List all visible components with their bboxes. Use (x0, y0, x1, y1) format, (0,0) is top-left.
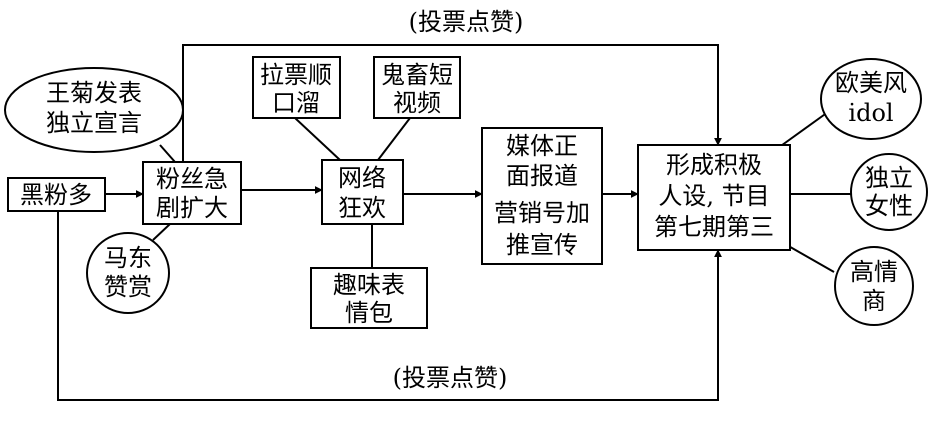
node-meiti-line-4: 推宣传 (506, 231, 578, 259)
xingcheng-to-oumei-line (777, 111, 829, 149)
node-madong: 马东 赞赏 (86, 232, 170, 314)
node-madong-line-1: 马东 (104, 244, 152, 272)
node-lapiao-line-2: 口溜 (272, 89, 320, 117)
connectors (57, 44, 851, 401)
node-wangluo: 网络 狂欢 (321, 159, 404, 225)
node-quwei-line-2: 情包 (345, 299, 393, 327)
node-oumei-line-1: 欧美风 (835, 69, 907, 97)
node-duli: 独立 女性 (850, 153, 928, 231)
node-xingcheng-line-1: 形成积极 (666, 151, 762, 179)
node-madong-line-2: 赞赏 (104, 273, 152, 301)
node-guichu-line-2: 视频 (393, 89, 441, 117)
node-wangju: 王菊发表 独立宣言 (4, 67, 184, 153)
node-guichu: 鬼畜短 视频 (373, 56, 461, 119)
lapiao-to-wangluo-line (294, 117, 341, 161)
node-fensi-line-1: 粉丝急 (156, 165, 228, 193)
node-duli-line-2: 女性 (865, 192, 913, 220)
node-lapiao: 拉票顺 口溜 (252, 56, 341, 119)
node-gaoqing-line-2: 商 (862, 287, 886, 315)
node-xingcheng: 形成积极 人设, 节目 第七期第三 (637, 144, 791, 251)
node-fensi-line-2: 剧扩大 (156, 194, 228, 222)
node-guichu-line-1: 鬼畜短 (381, 61, 453, 89)
node-fensi: 粉丝急 剧扩大 (142, 161, 242, 225)
node-lapiao-line-1: 拉票顺 (260, 61, 332, 89)
node-wangju-line-1: 王菊发表 (46, 79, 142, 107)
bottom-loop-label: (投票点赞) (393, 364, 508, 392)
node-wangluo-line-1: 网络 (338, 164, 386, 192)
bottom-loop-arrow (57, 212, 722, 401)
node-oumei: 欧美风 idol (820, 58, 922, 140)
node-heifen: 黑粉多 (7, 177, 106, 212)
node-quwei: 趣味表 情包 (310, 267, 428, 329)
node-xingcheng-line-3: 第七期第三 (654, 213, 774, 241)
madong-to-fensi-line (152, 223, 171, 241)
top-loop-label: (投票点赞) (409, 8, 524, 36)
node-xingcheng-line-2: 人设, 节目 (658, 182, 769, 210)
wangju-to-fensi-line (159, 144, 176, 163)
guichu-to-wangluo-line (377, 117, 411, 161)
node-wangju-line-2: 独立宣言 (46, 109, 142, 137)
node-duli-line-1: 独立 (865, 164, 913, 192)
node-meiti-line-3: 营销号加 (494, 199, 590, 227)
node-oumei-line-2: idol (848, 99, 893, 127)
node-meiti-line-1: 媒体正 (506, 132, 578, 160)
node-wangluo-line-2: 狂欢 (338, 194, 386, 222)
node-meiti-line-2: 面报道 (506, 162, 578, 190)
node-meiti: 媒体正 面报道 营销号加 推宣传 (481, 127, 603, 265)
node-heifen-line-1: 黑粉多 (20, 181, 92, 209)
node-quwei-line-1: 趣味表 (333, 271, 405, 299)
node-gaoqing: 高情 商 (834, 246, 914, 326)
node-gaoqing-line-1: 高情 (850, 258, 898, 286)
